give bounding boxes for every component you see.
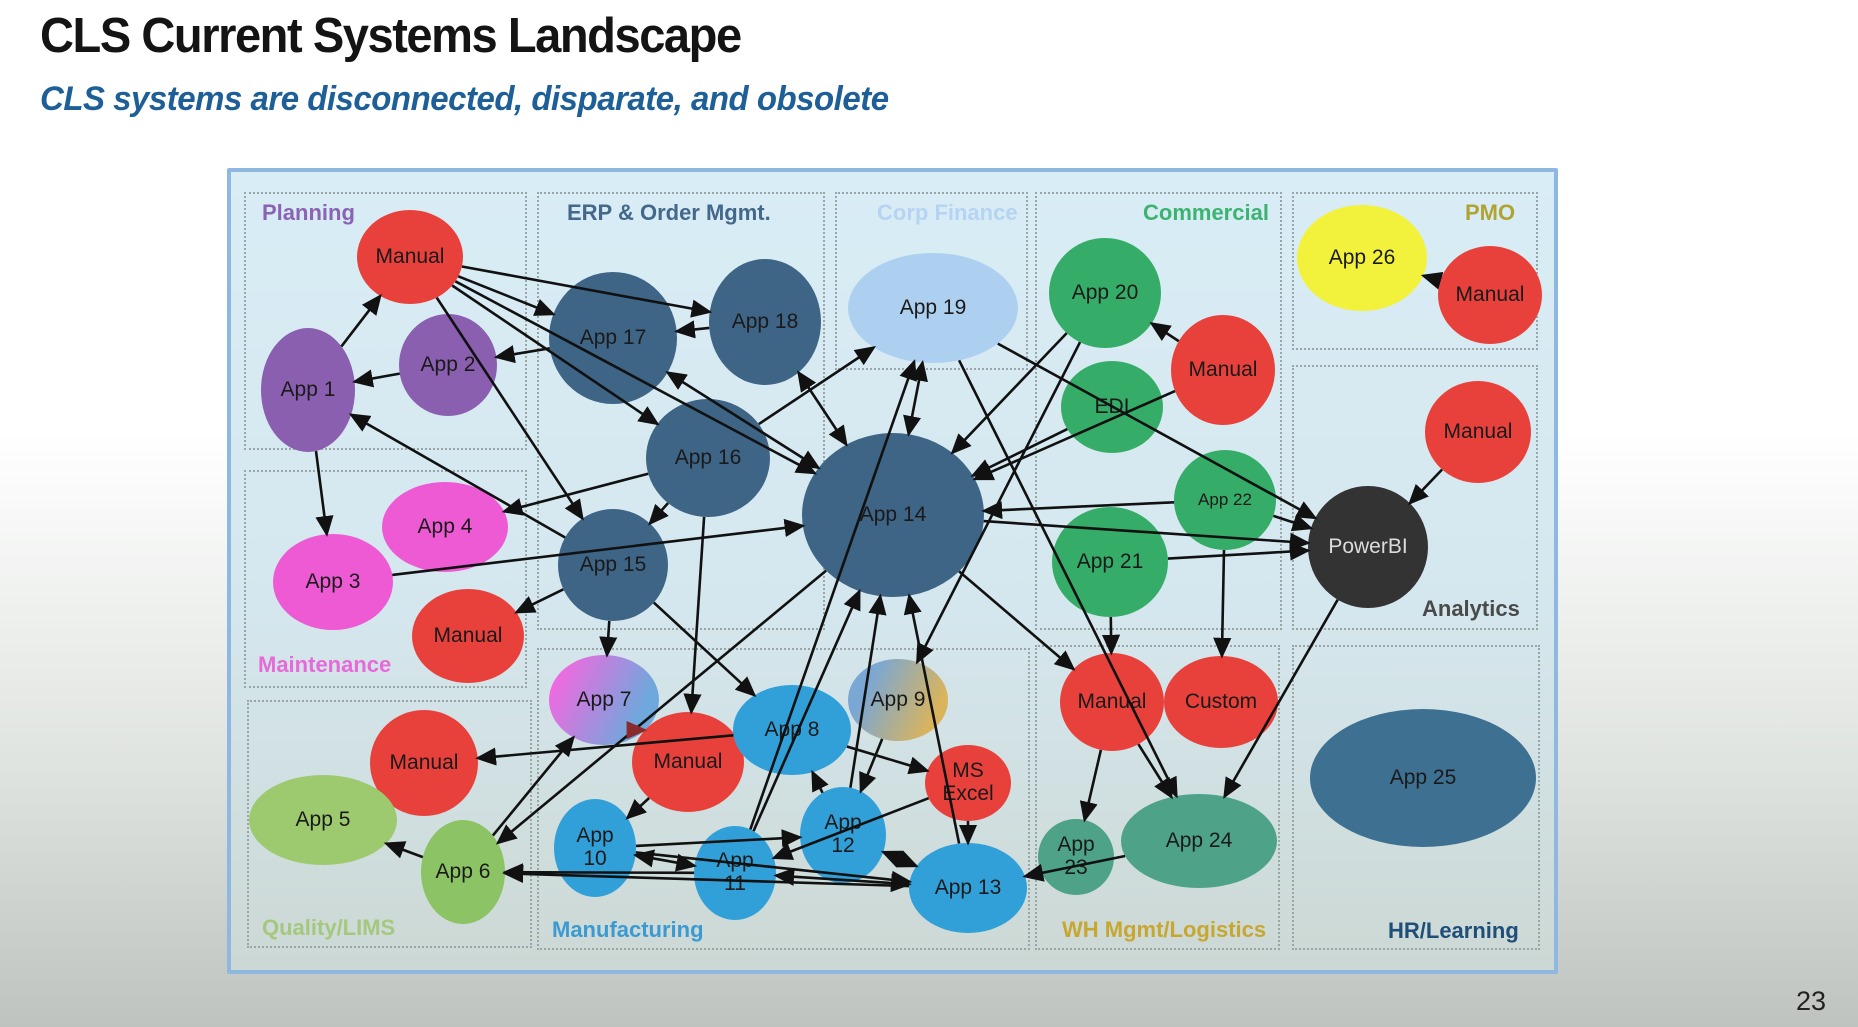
zone-label-manufacturing: Manufacturing [552, 917, 704, 942]
node-app22: App 22 [1174, 450, 1276, 550]
node-app25: App 25 [1310, 709, 1536, 847]
node-app1: App 1 [261, 328, 355, 452]
zone-label-commercial: Commercial [1143, 200, 1269, 225]
node-app12: App 12 [800, 787, 886, 883]
node-edi: EDI [1061, 361, 1163, 453]
zone-pmo [1292, 192, 1538, 350]
node-app10: App 10 [554, 799, 636, 897]
node-app13: App 13 [909, 843, 1027, 933]
node-app17: App 17 [549, 272, 677, 404]
zone-label-hr-learning: HR/Learning [1388, 918, 1519, 943]
node-app9: App 9 [848, 659, 948, 741]
node-manual-wh: Manual [1060, 653, 1164, 751]
node-manual-pmo: Manual [1438, 246, 1542, 344]
zone-label-analytics: Analytics [1422, 596, 1520, 621]
node-manual-planning: Manual [357, 210, 463, 304]
node-app15: App 15 [558, 509, 668, 621]
node-app26: App 26 [1297, 205, 1427, 311]
node-app3: App 3 [273, 534, 393, 630]
zone-label-corp-finance: Corp Finance [877, 200, 1018, 225]
node-app2: App 2 [399, 314, 497, 416]
page-number: 23 [1795, 986, 1826, 1016]
zone-label-pmo: PMO [1465, 200, 1516, 225]
zone-label-wh-logistics: WH Mgmt/Logistics [1062, 917, 1267, 942]
node-app18: App 18 [709, 259, 821, 385]
zone-label-erp: ERP & Order Mgmt. [567, 200, 771, 225]
node-app23: App 23 [1038, 819, 1114, 895]
node-app8: App 8 [733, 685, 851, 775]
node-app6: App 6 [421, 820, 505, 924]
node-app11: App 11 [694, 826, 776, 920]
node-manual-maint: Manual [412, 589, 524, 683]
zone-hr-learning [1292, 645, 1540, 950]
node-custom: Custom [1164, 656, 1278, 748]
zone-label-maintenance: Maintenance [258, 652, 392, 677]
node-app16: App 16 [646, 399, 770, 517]
node-msexcel: MS Excel [925, 745, 1011, 821]
node-app20: App 20 [1049, 238, 1161, 348]
zone-label-quality-lims: Quality/LIMS [262, 915, 396, 940]
page-subtitle: CLS systems are disconnected, disparate,… [40, 80, 889, 118]
node-app14: App 14 [802, 433, 984, 597]
zone-label-planning: Planning [262, 200, 355, 225]
node-manual-comm: Manual [1171, 315, 1275, 425]
node-app4: App 4 [382, 482, 508, 572]
node-app5: App 5 [249, 775, 397, 865]
page-title: CLS Current Systems Landscape [40, 9, 742, 63]
node-manual-analytics: Manual [1425, 381, 1531, 483]
node-app21: App 21 [1052, 507, 1168, 617]
node-manual-mfg: Manual [632, 712, 744, 812]
node-app19: App 19 [848, 253, 1018, 363]
node-powerbi: PowerBI [1308, 486, 1428, 608]
node-app24: App 24 [1121, 794, 1277, 888]
